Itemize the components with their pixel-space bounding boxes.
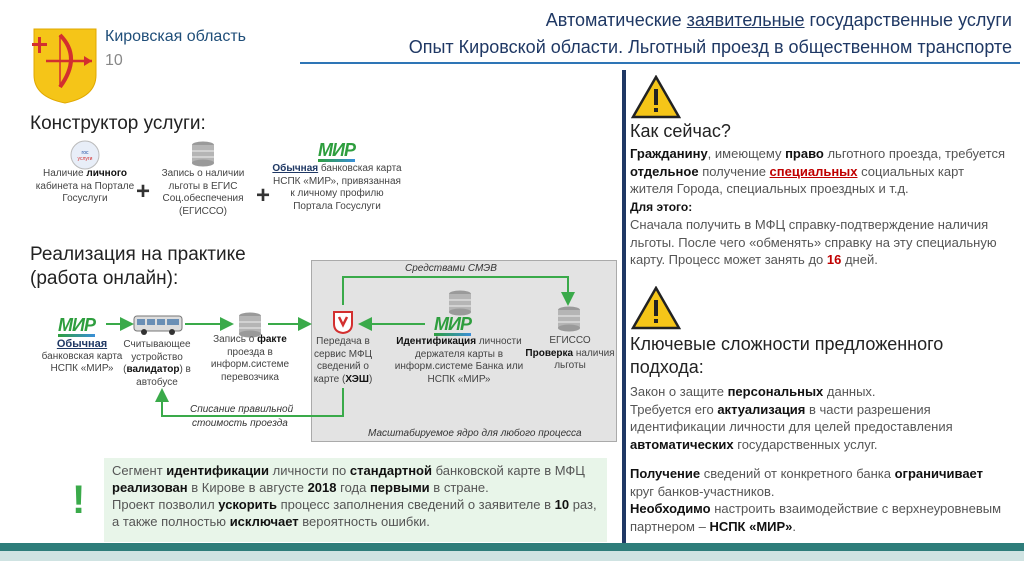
warning-icon [631, 286, 681, 330]
now-title: Как сейчас? [630, 121, 731, 141]
svg-text:гос: гос [82, 150, 89, 156]
database-icon [558, 306, 580, 332]
constructor-item-personal-account: Наличие личного кабинета на Портале Госу… [35, 168, 135, 204]
constructor-title: Конструктор услуги: [30, 113, 206, 134]
smev-label: Средствами СМЭВ [405, 263, 497, 274]
page-subtitle: Опыт Кировской области. Льготный проезд … [408, 37, 1012, 57]
mir-logo: МИР [434, 314, 472, 336]
writeoff-label-line2: стоимость проезда [192, 418, 288, 429]
issues-title-line2: подхода: [630, 357, 704, 377]
svg-text:услуги: услуги [78, 156, 93, 162]
issues-description: Закон о защите персональных данных. Треб… [630, 384, 1002, 534]
practice-title: Реализация на практике [30, 244, 246, 265]
footer-bar [0, 543, 1024, 551]
note-box [104, 458, 607, 542]
footer-bar-light [0, 551, 1024, 561]
step-mfc-transfer: Передача в сервис МФЦ сведений о карте (… [313, 336, 373, 385]
note-text: Сегмент идентификации личности по станда… [112, 463, 597, 529]
database-icon [192, 141, 214, 167]
header-divider [300, 62, 1020, 64]
column-divider [622, 70, 626, 550]
warning-icon [631, 75, 681, 119]
mfc-logo-icon [333, 311, 353, 334]
step-carrier-record: Запись о факте проезда в информ.системе … [210, 334, 290, 383]
mir-logo: МИР [318, 140, 356, 162]
core-label: Масштабируемое ядро для любого процесса [368, 428, 582, 439]
exclamation-icon: ! [72, 478, 86, 522]
bus-icon [133, 315, 183, 335]
gosuslugi-icon: гос услуги [70, 140, 100, 170]
database-icon [449, 290, 471, 316]
region-number: 10 [105, 52, 123, 69]
step-identification: Идентификация личности держателя карты в… [394, 336, 524, 385]
plus-sign: + [136, 178, 151, 205]
constructor-item-egisso: Запись о наличии льготы в ЕГИС Соц.обесп… [161, 168, 245, 217]
now-description: Гражданину, имеющему право льготного про… [630, 146, 1005, 267]
database-icon [239, 312, 261, 338]
writeoff-label-line1: Списание правильной [190, 404, 294, 415]
constructor-item-mir-card: Обычная банковская карта НСПК «МИР», при… [272, 163, 402, 212]
mir-logo: МИР [58, 315, 96, 337]
issues-title: Ключевые сложности предложенного [630, 334, 944, 354]
coat-of-arms-logo [32, 28, 97, 104]
step-benefit-check: ЕГИССО Проверка наличия льготы [525, 335, 615, 371]
practice-subtitle: (работа онлайн): [30, 268, 179, 289]
step-validator: Считывающее устройство (валидатор) в авт… [123, 339, 191, 388]
plus-sign: + [256, 182, 271, 209]
region-name: Кировская область [105, 28, 246, 45]
page-title: Автоматические заявительные государствен… [545, 10, 1012, 30]
